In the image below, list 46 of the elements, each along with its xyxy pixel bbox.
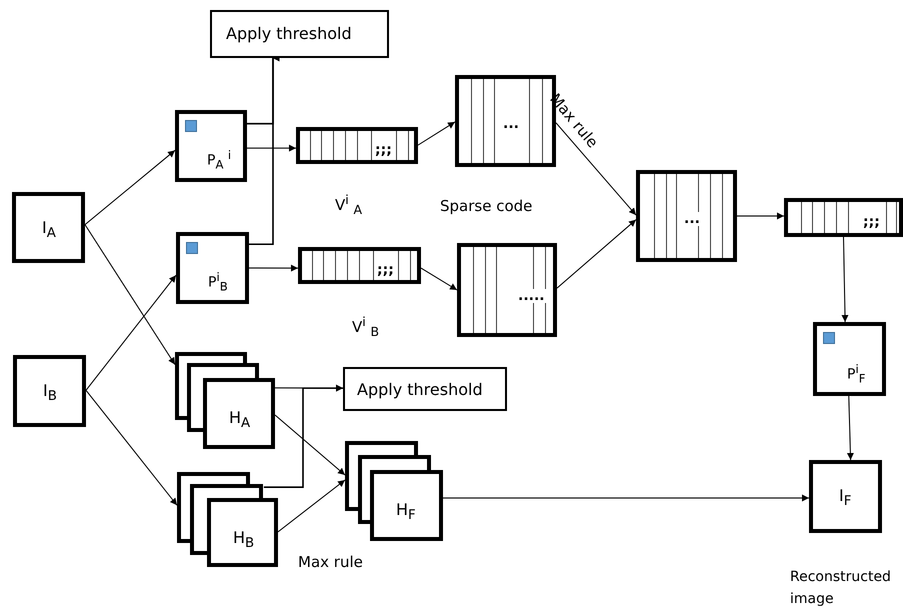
image-box: [13, 355, 86, 427]
patch-box: [813, 322, 886, 396]
arrow: [86, 390, 178, 506]
arrow: [556, 219, 636, 289]
arrow: [84, 224, 176, 366]
image-stack: [345, 441, 443, 541]
ellipsis-text: ...: [682, 212, 702, 226]
patch-box: [176, 232, 249, 304]
node-label: H$_{F}$: [396, 502, 416, 523]
node-label: H$_{A}$: [229, 410, 250, 431]
step-label: Apply threshold: [357, 382, 483, 398]
vector-box: [298, 247, 421, 284]
arrow: [84, 150, 176, 226]
process-box: [210, 10, 389, 58]
step-label: Apply threshold: [226, 26, 352, 42]
annotation-text: Sparse code: [440, 197, 532, 215]
arrow: [418, 121, 456, 146]
node-label: I$_{A}$: [42, 220, 56, 241]
patch-box: [175, 110, 247, 182]
arrow: [246, 144, 296, 152]
annotation-text: Max rule: [298, 553, 363, 571]
arrow: [556, 122, 636, 216]
arrow: [841, 236, 848, 322]
node-label: I$_{B}$: [43, 383, 57, 404]
image-box: [809, 460, 882, 533]
node-caption: Reconstructed image: [790, 568, 892, 610]
ellipsis-text: .....: [516, 289, 547, 303]
arrow: [442, 494, 810, 502]
arrow: [420, 268, 458, 290]
vector-box: [296, 127, 418, 164]
arrow: [274, 414, 346, 476]
arrow: [264, 384, 343, 488]
arrow: [846, 396, 854, 460]
arrow: [86, 274, 176, 391]
matrix-box: [636, 170, 737, 262]
arrow: [248, 264, 298, 272]
matrix-box: [457, 243, 557, 337]
process-box: [343, 367, 507, 411]
image-stack: [177, 472, 278, 567]
image-box: [12, 192, 85, 263]
image-stack: [175, 352, 275, 449]
arrow: [736, 212, 784, 220]
node-label: H$_{B}$: [233, 530, 254, 551]
node-label: I$_{F}$: [839, 488, 852, 509]
arrow: [278, 480, 346, 532]
vector-box: [784, 198, 903, 237]
